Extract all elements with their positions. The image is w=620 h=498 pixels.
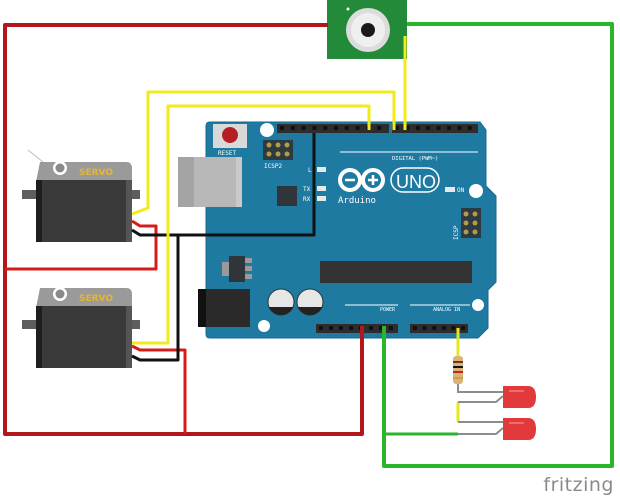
wire-signal-servo-2 <box>132 104 371 345</box>
analog-pin-5 <box>461 326 465 330</box>
power-pin-1 <box>329 326 333 330</box>
digital-header-left <box>277 124 389 133</box>
fritzing-watermark: fritzing <box>543 474 614 496</box>
wires <box>3 22 614 468</box>
wire-ground-servo-2 <box>131 235 180 362</box>
servo-2-label: SERVO <box>79 294 113 304</box>
digital-pin-left-1 <box>290 126 295 130</box>
wire-power-servo-2 <box>131 344 187 434</box>
power-pin-0 <box>319 326 323 330</box>
digital-pin-right-3 <box>426 126 431 130</box>
led-1 <box>503 386 536 408</box>
power-pin-6 <box>379 326 383 330</box>
digital-pin-left-5 <box>334 126 338 130</box>
wire-power-servo-1 <box>5 219 158 271</box>
digital-pin-left-3 <box>312 126 317 130</box>
digital-pin-right-1 <box>405 126 410 130</box>
ir-sensor <box>327 0 407 59</box>
resistor <box>453 356 463 384</box>
usb-chip <box>277 186 297 206</box>
servo-1-label: SERVO <box>79 168 113 178</box>
analog-pin-2 <box>432 326 437 330</box>
power-pin-3 <box>349 326 353 330</box>
icsp-label: ICSP <box>453 225 460 240</box>
capacitor-2 <box>296 288 324 316</box>
led-l-label: L <box>308 167 312 174</box>
microcontroller-chip <box>320 261 472 283</box>
led-tx-label: TX <box>303 186 311 193</box>
arduino-board: RESET ICSP2 DIGITAL (PWM~) L TX RX ON <box>178 121 497 339</box>
arduino-logo: UNO Arduino <box>338 167 440 206</box>
digital-pin-left-2 <box>301 126 306 130</box>
digital-pin-left-4 <box>323 126 328 130</box>
digital-pin-left-0 <box>280 126 284 130</box>
power-header <box>316 324 398 333</box>
digital-pin-left-6 <box>344 126 349 130</box>
analog-pin-3 <box>441 326 446 330</box>
power-jack <box>198 289 250 327</box>
analog-header <box>410 324 468 333</box>
icsp-header <box>461 208 481 238</box>
analog-label: ANALOG IN <box>433 307 460 313</box>
servo-2: SERVO <box>22 277 140 368</box>
power-label: POWER <box>380 307 396 313</box>
digital-pin-left-9 <box>377 126 382 130</box>
analog-pin-0 <box>413 326 417 330</box>
icsp2-header <box>263 140 293 160</box>
digital-header-right <box>392 124 478 133</box>
icsp2-label: ICSP2 <box>264 163 282 170</box>
power-pin-7 <box>389 326 393 330</box>
wire-power-main <box>3 23 364 436</box>
analog-pin-1 <box>422 326 427 330</box>
led-2 <box>503 418 536 440</box>
wire-signal-servo-1 <box>131 90 396 216</box>
led-on-label: ON <box>457 187 465 194</box>
digital-pin-right-7 <box>467 126 472 130</box>
reset-label: RESET <box>218 150 236 157</box>
digital-pin-right-5 <box>447 126 451 130</box>
digital-pin-right-6 <box>457 126 462 130</box>
led-rx-label: RX <box>303 196 311 203</box>
digital-pin-right-0 <box>395 126 399 130</box>
wire-ground-main <box>131 133 316 237</box>
digital-pin-left-7 <box>355 126 360 130</box>
power-pin-5 <box>369 326 373 330</box>
arduino-text: Arduino <box>338 196 376 206</box>
voltage-regulator <box>229 256 245 282</box>
power-pin-2 <box>339 326 343 330</box>
servo-1: SERVO <box>22 147 140 242</box>
digital-pin-right-4 <box>436 126 441 130</box>
capacitor-1 <box>267 288 295 316</box>
uno-badge: UNO <box>396 172 436 192</box>
wire-ground-sensor <box>382 22 614 468</box>
digital-label: DIGITAL (PWM~) <box>392 156 438 162</box>
digital-pin-right-2 <box>415 126 420 130</box>
analog-pin-4 <box>451 326 456 330</box>
led-legs <box>457 384 504 435</box>
